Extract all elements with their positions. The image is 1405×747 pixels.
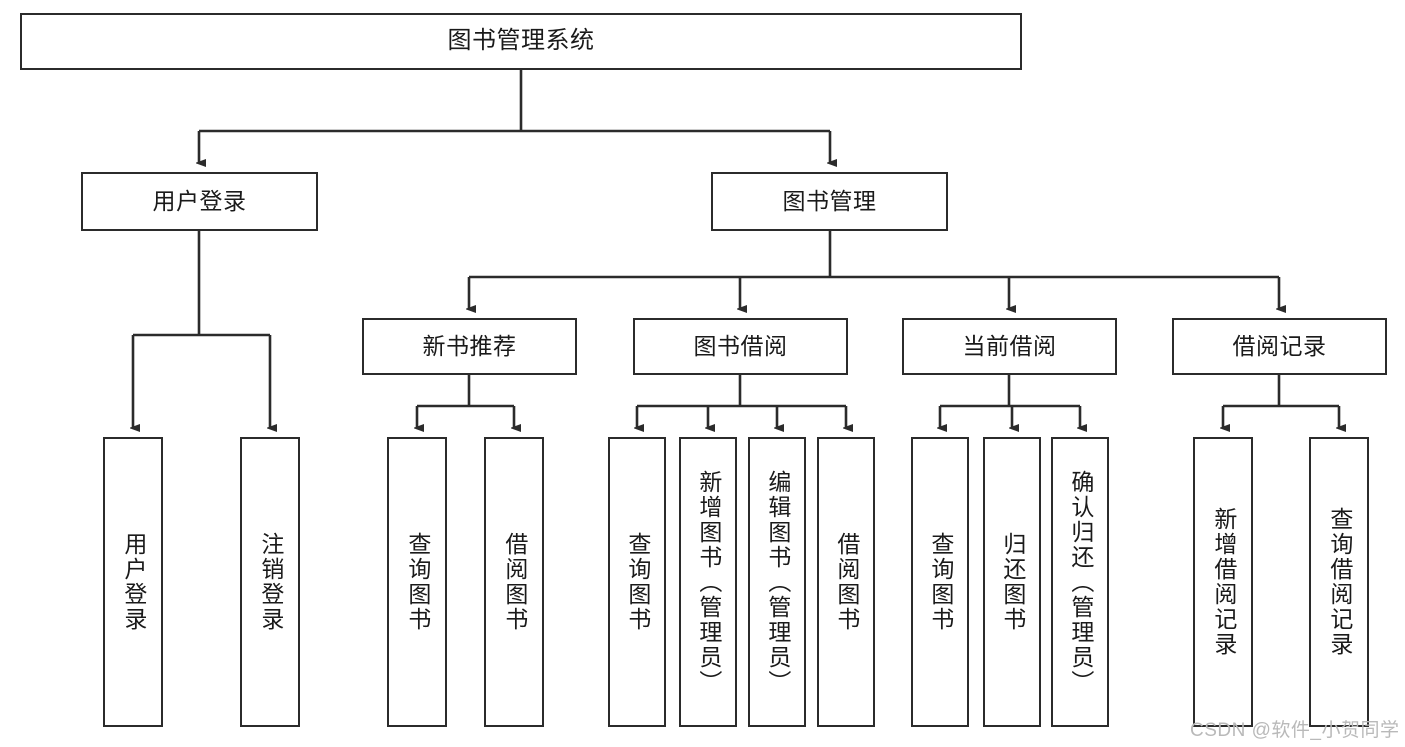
node-leaf-return-book-label: 归还图书 [999,532,1026,632]
node-root[interactable]: 图书管理系统 [20,13,1022,70]
node-leaf-confirm-return-label: 确认归还（管理员） [1067,469,1094,695]
node-leaf-query-book-rec[interactable]: 查询图书 [387,437,447,727]
node-root-label: 图书管理系统 [447,27,595,55]
node-leaf-confirm-return[interactable]: 确认归还（管理员） [1051,437,1109,727]
node-borrow-record-label: 借阅记录 [1232,332,1327,359]
node-leaf-query-book-borrow-label: 查询图书 [624,532,651,632]
node-leaf-add-record-label: 新增借阅记录 [1210,507,1237,657]
node-book-manage[interactable]: 图书管理 [711,172,948,231]
node-leaf-user-login[interactable]: 用户登录 [103,437,163,727]
node-current-borrow[interactable]: 当前借阅 [902,318,1117,375]
node-book-borrow-label: 图书借阅 [693,332,788,359]
node-leaf-borrow-book-rec-label: 借阅图书 [501,532,528,632]
node-leaf-add-record[interactable]: 新增借阅记录 [1193,437,1253,727]
node-leaf-edit-book-label: 编辑图书（管理员） [764,469,791,695]
node-user-login-label: 用户登录 [152,187,247,214]
node-leaf-logout[interactable]: 注销登录 [240,437,300,727]
node-book-manage-label: 图书管理 [782,187,877,214]
node-book-borrow[interactable]: 图书借阅 [633,318,848,375]
node-leaf-return-book[interactable]: 归还图书 [983,437,1041,727]
node-leaf-query-record-label: 查询借阅记录 [1326,507,1353,657]
node-leaf-query-book-cur-label: 查询图书 [927,532,954,632]
node-leaf-user-login-label: 用户登录 [120,532,147,632]
node-leaf-logout-label: 注销登录 [257,532,284,632]
node-leaf-query-book-borrow[interactable]: 查询图书 [608,437,666,727]
node-leaf-borrow-book[interactable]: 借阅图书 [817,437,875,727]
node-leaf-query-record[interactable]: 查询借阅记录 [1309,437,1369,727]
node-borrow-record[interactable]: 借阅记录 [1172,318,1387,375]
node-current-borrow-label: 当前借阅 [962,332,1057,359]
node-leaf-query-book-rec-label: 查询图书 [404,532,431,632]
node-new-book-recommend[interactable]: 新书推荐 [362,318,577,375]
node-new-book-recommend-label: 新书推荐 [422,332,517,359]
node-user-login[interactable]: 用户登录 [81,172,318,231]
node-leaf-add-book[interactable]: 新增图书（管理员） [679,437,737,727]
node-leaf-borrow-book-label: 借阅图书 [833,532,860,632]
node-leaf-query-book-cur[interactable]: 查询图书 [911,437,969,727]
node-leaf-edit-book[interactable]: 编辑图书（管理员） [748,437,806,727]
watermark-text: CSDN @软件_小贺同学 [1190,720,1400,741]
node-leaf-borrow-book-rec[interactable]: 借阅图书 [484,437,544,727]
node-leaf-add-book-label: 新增图书（管理员） [695,469,722,695]
